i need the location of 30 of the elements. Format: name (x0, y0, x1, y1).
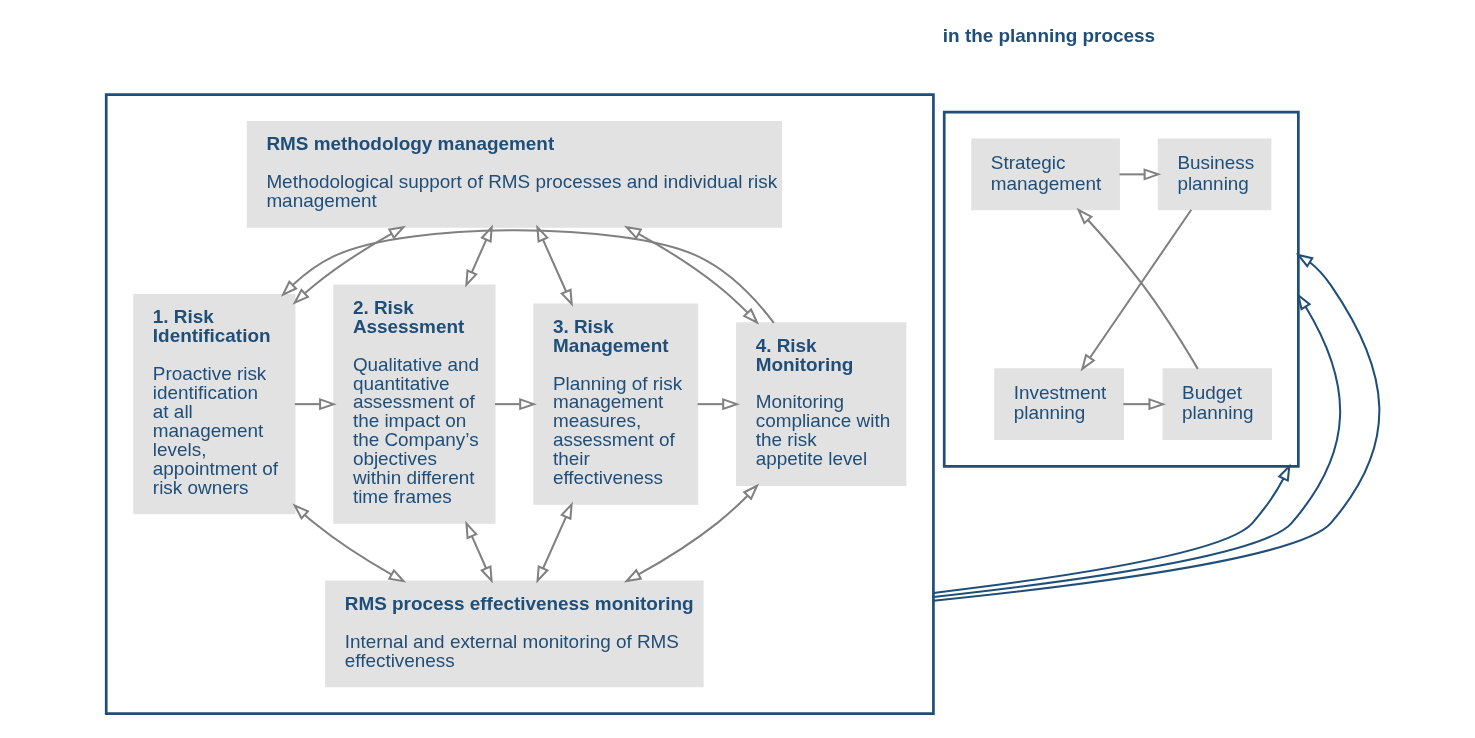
cluster (104, 93, 935, 715)
arrow (697, 397, 740, 411)
arrow (292, 503, 407, 583)
arrow (933, 253, 1381, 602)
node-box: RMS process effectiveness monitoring Internal and external monitoring of RMS effectiveness (325, 580, 704, 688)
arrow (623, 483, 760, 583)
node-box: 3. Risk Management Planning of risk management measures, assessment of their effectiveness (533, 303, 699, 505)
arrow (933, 463, 1291, 594)
node-box: Investment planning (994, 368, 1124, 440)
node-box: 2. Risk Assessment Qualitative and quantitative assessment of the impact on the Company’s objectives within different time frames (333, 284, 496, 524)
arrow (280, 229, 775, 324)
arrow (465, 520, 493, 584)
arrow (536, 224, 573, 307)
arrow (465, 224, 493, 288)
node-box: RMS methodology management Methodological support of RMS processes and individual risk management (246, 120, 783, 228)
label: in the planning process (942, 25, 1156, 47)
node-box: 4. Risk Monitoring Monitoring compliance with the risk appetite level (736, 322, 907, 486)
arrow (536, 501, 573, 584)
arrow (294, 397, 337, 411)
node-box: 1. Risk Identification Proactive risk identification at all management levels, appointment of risk owners (133, 294, 296, 515)
node-box: Business planning (1157, 138, 1272, 211)
arrow (1123, 397, 1167, 411)
arrow (1119, 168, 1162, 181)
arrow (495, 397, 537, 411)
node-box: Strategic management (971, 138, 1120, 211)
node-box: Budget planning (1162, 368, 1272, 440)
cluster (942, 110, 1300, 468)
arrow (623, 225, 760, 325)
arrow (292, 225, 407, 305)
arrow (933, 292, 1341, 598)
